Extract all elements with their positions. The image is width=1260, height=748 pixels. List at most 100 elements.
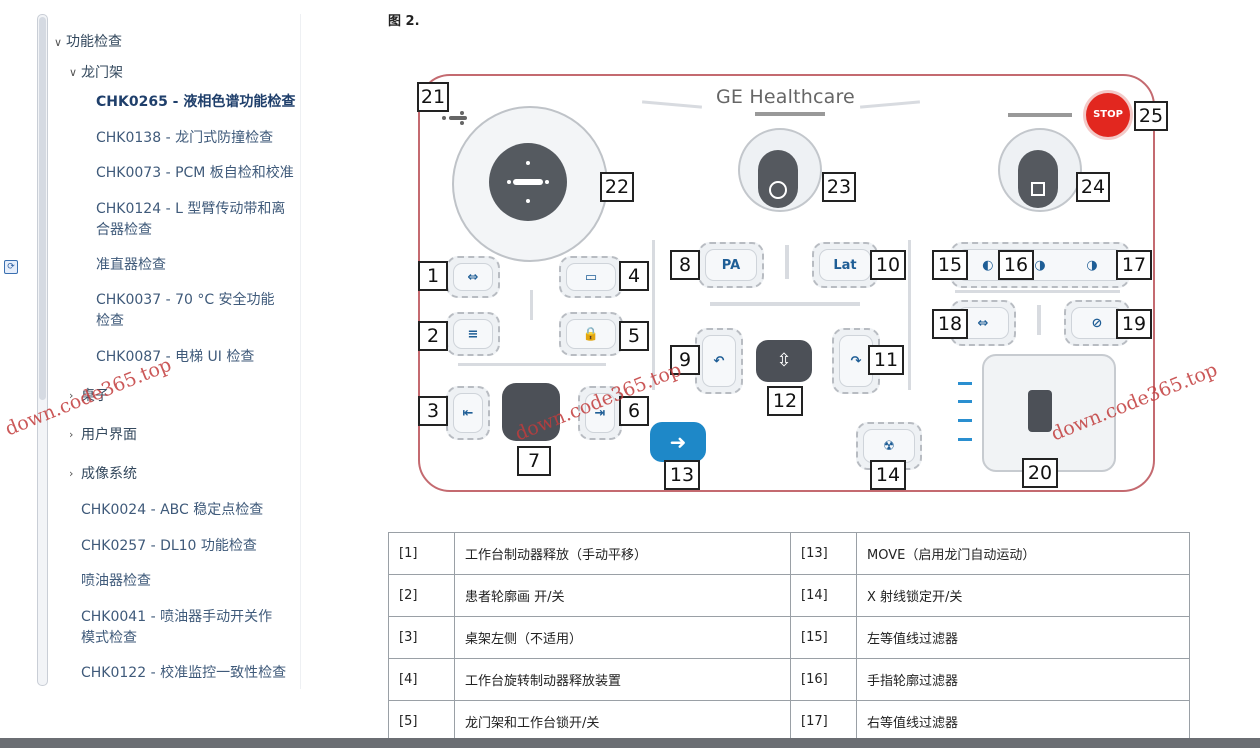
table-cell: 工作台制动器释放（手动平移） bbox=[454, 532, 791, 575]
nav-item-chk0041[interactable]: CHK0041 - 喷油器手动开关作模式检查 bbox=[81, 609, 273, 646]
level-mark bbox=[958, 382, 972, 385]
table-cell: [5] bbox=[388, 700, 455, 743]
table-row: [3] 桌架左侧（不适用） [15] 左等值线过滤器 bbox=[388, 616, 1190, 659]
callout-8: 8 bbox=[670, 250, 700, 280]
panel-line bbox=[652, 240, 655, 390]
control-button-4: ▭ bbox=[559, 256, 623, 298]
callout-5: 5 bbox=[619, 321, 649, 351]
control-button-11: ↷ bbox=[832, 328, 880, 394]
nav-item-gantry[interactable]: 龙门架 bbox=[81, 65, 123, 81]
level-mark bbox=[958, 438, 972, 441]
nav-scrollbar-thumb[interactable] bbox=[39, 17, 46, 400]
nav-item-chk0037[interactable]: CHK0037 - 70 °C 安全功能检查 bbox=[96, 292, 275, 329]
callout-12: 12 bbox=[767, 386, 803, 416]
table-cell: [17] bbox=[790, 700, 857, 743]
table-cell: 患者轮廓画 开/关 bbox=[454, 574, 791, 617]
table-cell: MOVE（启用龙门自动运动） bbox=[856, 532, 1190, 575]
level-mark bbox=[958, 400, 972, 403]
panel-line bbox=[458, 363, 606, 366]
callout-6: 6 bbox=[619, 396, 649, 426]
figure-caption: 图 2. bbox=[388, 14, 420, 29]
move-dots-icon bbox=[440, 110, 470, 129]
control-button-3: ⇤ bbox=[446, 386, 490, 440]
table-row: [2] 患者轮廓画 开/关 [14] X 射线锁定开/关 bbox=[388, 574, 1190, 617]
filter-button-group: ◐ ◑ ◑ bbox=[950, 242, 1130, 288]
table-cell: 右等值线过滤器 bbox=[856, 700, 1190, 743]
callout-7: 7 bbox=[517, 446, 551, 476]
callout-2: 2 bbox=[418, 321, 448, 351]
rotation-knob bbox=[758, 150, 798, 208]
table-cell: [13] bbox=[790, 532, 857, 575]
brand-logo: GE Healthcare bbox=[716, 86, 855, 108]
table-cell: [14] bbox=[790, 574, 857, 617]
legend-table: [1] 工作台制动器释放（手动平移） [13] MOVE（启用龙门自动运动） [… bbox=[388, 532, 1190, 743]
chevron-down-icon[interactable]: ∨ bbox=[54, 36, 63, 49]
callout-13: 13 bbox=[664, 460, 700, 490]
table-row: [1] 工作台制动器释放（手动平移） [13] MOVE（启用龙门自动运动） bbox=[388, 532, 1190, 575]
nav-item-injector-check[interactable]: 喷油器检查 bbox=[81, 573, 151, 589]
bottom-bar bbox=[0, 738, 1260, 748]
callout-21: 21 bbox=[417, 82, 449, 112]
callout-19: 19 bbox=[1116, 309, 1152, 339]
table-cell: 手指轮廓过滤器 bbox=[856, 658, 1190, 701]
nav-divider bbox=[300, 14, 301, 689]
callout-1: 1 bbox=[418, 261, 448, 291]
pa-button: PA bbox=[698, 242, 764, 288]
control-button-14: ☢ bbox=[856, 422, 922, 470]
nav-item-function-check[interactable]: 功能检查 bbox=[66, 34, 122, 50]
chevron-down-icon[interactable]: ∨ bbox=[69, 66, 78, 79]
nav-item-chk0073[interactable]: CHK0073 - PCM 板自检和校准 bbox=[96, 165, 294, 181]
panel-line bbox=[955, 290, 1120, 293]
table-cell: 左等值线过滤器 bbox=[856, 616, 1190, 659]
callout-3: 3 bbox=[418, 396, 448, 426]
nav-item-chk0257[interactable]: CHK0257 - DL10 功能检查 bbox=[81, 538, 257, 554]
callout-22: 22 bbox=[600, 172, 634, 202]
table-cell: 桌架左侧（不适用） bbox=[454, 616, 791, 659]
callout-11: 11 bbox=[868, 345, 904, 375]
table-cell: 工作台旋转制动器释放装置 bbox=[454, 658, 791, 701]
angle-knob bbox=[1018, 150, 1058, 208]
callout-10: 10 bbox=[870, 250, 906, 280]
table-cell: [2] bbox=[388, 574, 455, 617]
table-row: [5] 龙门架和工作台锁开/关 [17] 右等值线过滤器 bbox=[388, 700, 1190, 743]
nav-item-chk0024[interactable]: CHK0024 - ABC 稳定点检查 bbox=[81, 502, 264, 518]
nav-item-chk0124[interactable]: CHK0124 - L 型臂传动带和离合器检查 bbox=[96, 201, 286, 238]
nav-item-chk0087[interactable]: CHK0087 - 电梯 UI 检查 bbox=[96, 349, 255, 365]
nav-item-collimator-check[interactable]: 准直器检查 bbox=[96, 257, 166, 273]
nav-item-table[interactable]: 桌子 bbox=[81, 388, 109, 404]
nav-scrollbar[interactable] bbox=[37, 14, 48, 686]
move-button: ➜ bbox=[650, 422, 706, 462]
callout-18: 18 bbox=[932, 309, 968, 339]
table-row: [4] 工作台旋转制动器释放装置 [16] 手指轮廓过滤器 bbox=[388, 658, 1190, 701]
nav-item-chk0138[interactable]: CHK0138 - 龙门式防撞检查 bbox=[96, 130, 274, 146]
callout-23: 23 bbox=[822, 172, 856, 202]
sync-toc-icon[interactable]: ⟳ bbox=[4, 260, 18, 274]
callout-25: 25 bbox=[1134, 101, 1168, 131]
level-mark bbox=[958, 419, 972, 422]
control-button-5: 🔒 bbox=[559, 312, 623, 356]
nav-item-user-interface[interactable]: 用户界面 bbox=[81, 427, 137, 443]
chevron-right-icon[interactable]: › bbox=[69, 428, 74, 441]
chevron-right-icon[interactable]: › bbox=[69, 467, 74, 480]
control-button-7 bbox=[502, 383, 560, 441]
nav-item-chk0122[interactable]: CHK0122 - 校准监控一致性检查 bbox=[81, 665, 287, 681]
table-cell: [1] bbox=[388, 532, 455, 575]
panel-line bbox=[530, 290, 533, 320]
joystick-knob bbox=[489, 143, 567, 221]
nav-item-chk0265[interactable]: CHK0265 - 液相色谱功能检查 bbox=[96, 94, 296, 110]
panel-line bbox=[1037, 305, 1041, 335]
callout-14: 14 bbox=[870, 460, 906, 490]
zoom-slider bbox=[1028, 390, 1052, 432]
chevron-right-icon[interactable]: › bbox=[69, 389, 74, 402]
control-button-12: ⇳ bbox=[756, 340, 812, 382]
nav-item-imaging-system[interactable]: 成像系统 bbox=[81, 466, 137, 482]
callout-9: 9 bbox=[670, 345, 700, 375]
lat-button: Lat bbox=[812, 242, 878, 288]
panel-line bbox=[755, 112, 825, 116]
panel-line bbox=[710, 302, 860, 306]
control-button-2: ≡ bbox=[446, 312, 500, 356]
table-cell: [15] bbox=[790, 616, 857, 659]
table-cell: X 射线锁定开/关 bbox=[856, 574, 1190, 617]
callout-4: 4 bbox=[619, 261, 649, 291]
panel-line bbox=[1008, 113, 1072, 117]
